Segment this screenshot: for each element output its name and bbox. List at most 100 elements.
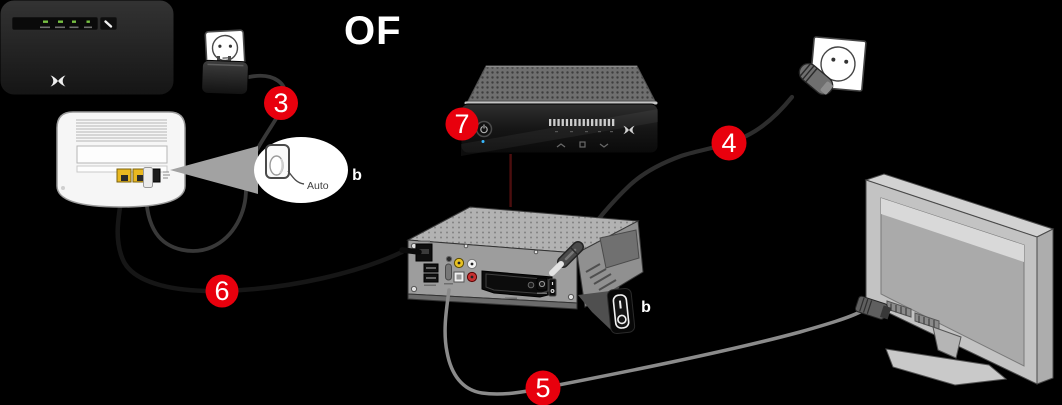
tv-back-view [864,173,1055,386]
outlet-pin-hole [844,59,849,64]
gateway-emblem [61,186,65,190]
tv-recess-highlight [881,198,1024,262]
connector-rib [569,246,578,255]
tv-stand-neck [932,326,962,359]
decoder-bottom-edge [407,293,578,310]
tv-stand-base [885,348,1008,386]
plug-nose [820,81,833,95]
badge-circle [711,125,747,161]
decoder-power-connector [549,241,584,276]
step-badge-6: 6 [205,274,239,308]
decoder-switch-callout [578,287,636,335]
plug-rib [799,63,811,77]
led-caption-mark [69,26,79,29]
step-badge-4: 4 [711,125,747,161]
standby-led [481,140,485,143]
power-switch-small [548,278,557,297]
wall-outlet-left [204,29,246,67]
scart-plug-ribs [859,297,873,314]
outlet-face-icon [820,46,856,82]
decoder-back-view [406,206,644,310]
badge-circle [205,274,239,308]
badge-number: 5 [535,373,550,403]
decoder-touch-keys [556,141,609,148]
ethernet-cable-stub [399,247,422,255]
lte-router-body [0,0,175,96]
badge-number: 6 [214,276,229,306]
led-internet [58,20,63,23]
badge-circle [525,370,561,405]
decoder-switch-step-label: b [641,299,651,316]
port-caption-marks [418,240,547,299]
badge-number: 7 [454,109,469,139]
outlet-pin-hole [228,44,233,48]
gateway-ports [116,167,170,188]
alternative-label: OF [344,9,402,53]
plug-rib [802,65,815,80]
led-caption-mark [84,26,92,29]
plug-rib [805,68,818,83]
auto-switch-callout: Auto [170,137,348,203]
gateway-label-plate [76,145,168,164]
reset-slot [445,263,452,281]
router-switch-step-label: b [352,167,362,184]
ethernet-port-2-slot [137,175,144,181]
rocker-off-symbol [617,314,627,325]
tv-vent-grille [914,312,940,330]
auto-label: Auto [307,180,329,192]
callout-wedge [578,291,612,331]
decoder-front-view [460,65,659,156]
ethernet-cable [115,179,405,294]
badge-circle [445,107,479,141]
proximus-logo [623,125,635,135]
callout-wedge [170,146,258,194]
decoder-display-markers [555,131,613,133]
adapter-prong [228,56,231,64]
rocker-off-symbol [550,289,555,293]
scart-plug [854,295,892,320]
proximus-logo [50,75,66,87]
badge-number: 3 [273,88,288,118]
tv-side-edge [1036,228,1054,385]
power-button [475,120,493,138]
outlet-pin-hole [831,57,836,62]
decoder-display [549,119,615,126]
touch-key-ok-icon [579,141,586,148]
rocker-on-symbol [618,300,622,309]
power-button-icon [480,124,488,134]
outlet-face-icon [211,34,239,62]
badge-number: 4 [721,128,736,158]
ethernet-port-1-slot [121,175,128,181]
led-caption-mark [40,26,50,29]
dc-jack-barrel [538,280,546,288]
internet-gateway [56,111,186,208]
step-badge-3: 3 [264,86,298,120]
step-badge-7: 7 [445,107,479,141]
adapter-highlight [207,63,244,67]
led-status [72,20,76,23]
touch-key-up-icon [556,143,566,148]
jack-port [445,255,453,263]
led-signal [43,20,48,23]
adapter-prong [217,56,220,64]
audio-left-pin [470,262,474,266]
power-connector [143,167,153,188]
ir-jack [527,281,535,289]
decoder-power-cable [575,94,795,250]
phone-icon [104,20,113,28]
callout-pointer-line [287,170,305,185]
auto-switch-button-shade [279,158,284,174]
decoder-side-vents [585,263,620,297]
gateway-vents [76,119,167,142]
step-badge-5: 5 [525,370,561,405]
scart-plug-tip [879,305,892,320]
power-plug [798,62,834,96]
connector-tip [549,261,564,276]
adapter-body [201,59,249,96]
video-rca-pin [457,261,461,265]
red-link-line [509,154,512,207]
led-power [86,20,90,23]
power-adapter [201,56,249,96]
decoder-side-recess [599,229,640,269]
